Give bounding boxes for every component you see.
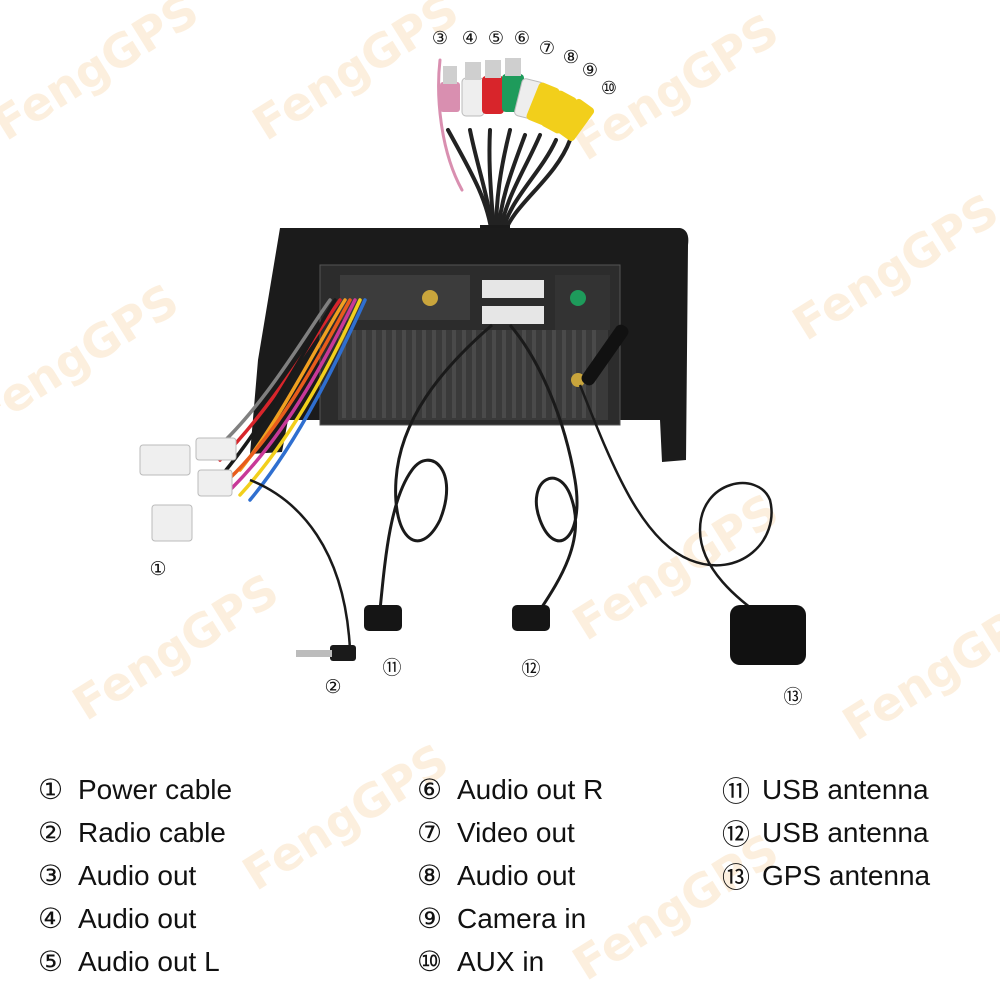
legend-item: ⑨ Camera in bbox=[417, 897, 603, 940]
legend-column-3: ⑪ USB antenna ⑫ USB antenna ⑬ GPS antenna bbox=[722, 768, 930, 897]
legend-label: GPS antenna bbox=[762, 859, 931, 891]
callout-1: ① bbox=[149, 559, 167, 580]
legend-number: ① bbox=[38, 774, 64, 805]
power-harness-wires bbox=[213, 298, 367, 502]
legend-number: ⑨ bbox=[417, 903, 443, 934]
white-connector bbox=[482, 280, 544, 298]
legend-number: ⑫ bbox=[722, 818, 751, 850]
legend-item: ⑬ GPS antenna bbox=[722, 854, 930, 897]
legend-item: ⑦ Video out bbox=[417, 811, 603, 854]
callout-9: ⑨ bbox=[581, 60, 599, 80]
legend-item: ⑥ Audio out R bbox=[417, 768, 603, 811]
legend-column-1: ① Power cable ② Radio cable ③ Audio out ④ Au… bbox=[38, 768, 232, 983]
legend-item: ⑪ USB antenna bbox=[722, 768, 930, 811]
callout-8: ⑧ bbox=[562, 47, 580, 67]
callout-4: ④ bbox=[461, 28, 479, 48]
legend-label: Camera in bbox=[457, 902, 587, 934]
legend-number: ② bbox=[38, 817, 64, 848]
legend-label: Radio cable bbox=[78, 816, 226, 848]
legend-item: ⑤ Audio out L bbox=[38, 940, 232, 983]
usb-cable-12 bbox=[508, 324, 579, 611]
rca-plug-8 bbox=[526, 82, 560, 126]
radio-plug bbox=[330, 645, 356, 661]
rca-plug-3 bbox=[440, 66, 460, 112]
legend-item: ⑩ AUX in bbox=[417, 940, 603, 983]
white-connector bbox=[482, 306, 544, 324]
power-connector bbox=[139, 444, 191, 476]
gps-cable bbox=[578, 384, 773, 616]
callout-3: ③ bbox=[431, 28, 449, 48]
rca-cable-bundle bbox=[437, 58, 572, 237]
gold-connector bbox=[422, 290, 438, 306]
legend-item: ⑫ USB antenna bbox=[722, 811, 930, 854]
callout-13: ⑬ bbox=[783, 687, 803, 708]
rca-plug-10 bbox=[555, 98, 595, 142]
callout-12: ⑫ bbox=[521, 659, 541, 680]
legend-column-2: ⑥ Audio out R ⑦ Video out ⑧ Audio out ⑨ Came… bbox=[417, 768, 603, 983]
legend-number: ⑦ bbox=[417, 817, 443, 848]
legend-item: ① Power cable bbox=[38, 768, 232, 811]
legend-label: AUX in bbox=[457, 945, 545, 977]
legend-label: USB antenna bbox=[762, 773, 929, 805]
usb-plug-11 bbox=[364, 605, 402, 631]
radio-plug-tip bbox=[296, 650, 332, 657]
legend-item: ② Radio cable bbox=[38, 811, 232, 854]
power-connector bbox=[151, 504, 193, 542]
legend-number: ⑩ bbox=[417, 946, 443, 977]
usb-plug-12 bbox=[512, 605, 550, 631]
legend-label: Video out bbox=[457, 816, 575, 848]
power-connector bbox=[195, 437, 237, 461]
legend-item: ④ Audio out bbox=[38, 897, 232, 940]
radio-cable bbox=[249, 478, 352, 651]
legend-label: USB antenna bbox=[762, 816, 929, 848]
green-socket bbox=[570, 290, 586, 306]
legend-item: ⑧ Audio out bbox=[417, 854, 603, 897]
legend-label: Audio out bbox=[78, 902, 197, 934]
legend-label: Audio out bbox=[457, 859, 576, 891]
legend-item: ③ Audio out bbox=[38, 854, 232, 897]
legend-number: ⑧ bbox=[417, 860, 443, 891]
legend-number: ⑥ bbox=[417, 774, 443, 805]
wifi-antenna bbox=[581, 324, 629, 386]
legend-label: Power cable bbox=[78, 773, 233, 805]
rca-plug-9 bbox=[541, 90, 577, 134]
callout-6: ⑥ bbox=[513, 28, 531, 48]
callout-7: ⑦ bbox=[538, 38, 556, 58]
legend: ① Power cable ② Radio cable ③ Audio out ④ Au… bbox=[0, 768, 1000, 988]
legend-number: ④ bbox=[38, 903, 64, 934]
rca-plug-4 bbox=[461, 62, 485, 117]
head-unit-diagram bbox=[139, 58, 806, 665]
antenna-socket bbox=[571, 373, 585, 387]
legend-number: ③ bbox=[38, 860, 64, 891]
legend-number: ⑤ bbox=[38, 946, 64, 977]
rca-plug-5 bbox=[482, 60, 504, 114]
gps-antenna-module bbox=[730, 605, 806, 665]
callout-5: ⑤ bbox=[487, 28, 505, 48]
usb-cable-11 bbox=[378, 323, 493, 611]
legend-label: Audio out bbox=[78, 859, 197, 891]
legend-label: Audio out L bbox=[78, 945, 220, 977]
legend-number: ⑪ bbox=[722, 775, 751, 807]
callout-2: ② bbox=[324, 677, 342, 698]
legend-label: Audio out R bbox=[457, 773, 604, 805]
callout-10: ⑩ bbox=[600, 78, 618, 98]
power-connector bbox=[197, 469, 233, 497]
connector-block bbox=[340, 275, 470, 320]
callout-11: ⑪ bbox=[382, 658, 402, 679]
legend-number: ⑬ bbox=[722, 861, 751, 893]
